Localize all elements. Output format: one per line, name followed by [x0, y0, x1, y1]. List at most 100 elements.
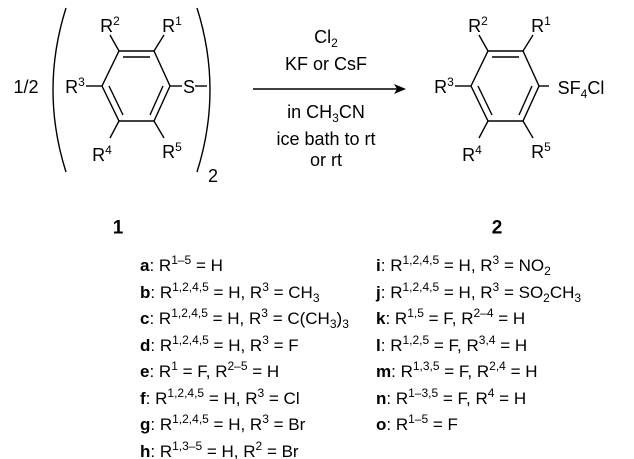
- entry-text: = F: [268, 335, 299, 355]
- entry-text: 2,4: [489, 359, 506, 373]
- entry-text: 3: [492, 253, 500, 267]
- bond-r4: [109, 120, 120, 139]
- entry-text: R: [158, 256, 172, 275]
- entry-text: R: [390, 256, 403, 275]
- entry-text: = H, R: [439, 282, 493, 302]
- product-r5: R5: [531, 140, 551, 162]
- temperature-2: or rt: [309, 150, 343, 170]
- entry-text: R: [155, 388, 168, 408]
- entry-text: 1,2,4,5: [172, 279, 209, 294]
- entry-text: = F: [428, 415, 458, 434]
- entry-text: 4: [487, 385, 495, 400]
- entry-text: = H: [493, 309, 526, 328]
- entry-text: R: [394, 309, 408, 328]
- bond-r5: [153, 120, 165, 139]
- entry-text: = F, R: [177, 362, 228, 381]
- entry-text: R: [158, 309, 172, 328]
- entry-text: = Cl: [264, 388, 300, 408]
- product-sf4cl-group: SF4Cl: [557, 78, 605, 101]
- product-r3: R3: [434, 75, 454, 97]
- entry-label: o: [376, 415, 387, 434]
- entry-text: = Br: [268, 415, 306, 434]
- substituent-entry-a: a: R1–5 = H: [140, 253, 223, 275]
- arrow-head: [394, 84, 406, 94]
- coefficient: 1/2: [13, 77, 39, 97]
- substituent-entry-o: o: R1–5 = F: [376, 412, 458, 434]
- reactant-r5: R5: [162, 140, 182, 162]
- entry-text: = H, R: [439, 256, 493, 275]
- entry-label: e: [140, 362, 150, 381]
- entry-text: = H, R: [208, 282, 263, 302]
- entry-label: b: [140, 282, 151, 302]
- bond-r1: [153, 34, 165, 52]
- entry-text: 3: [261, 306, 268, 320]
- entry-text: 3,4: [478, 332, 496, 347]
- entry-text: 2–4: [473, 306, 494, 320]
- substituent-entry-h: h: R1,3–5 = H, R2 = Br: [140, 438, 299, 459]
- product-number: 2: [491, 217, 503, 239]
- entry-label: c: [140, 309, 150, 328]
- entry-text: 3: [257, 385, 265, 400]
- entry-text: = H: [191, 256, 223, 275]
- reagent-chlorine: Cl2: [314, 27, 338, 50]
- entry-text: 2: [544, 264, 551, 278]
- temperature-1: ice bath to rt: [276, 129, 376, 149]
- solvent: in CH3CN: [287, 102, 365, 125]
- entry-text: 1,2,4,5: [167, 385, 205, 400]
- entry-text: 3: [262, 279, 269, 294]
- entry-text: 3: [492, 279, 500, 294]
- substituent-entry-g: g: R1,2,4,5 = H, R3 = Br: [140, 412, 306, 434]
- entry-text: R: [158, 362, 172, 381]
- entry-text: 2: [543, 290, 550, 305]
- substituent-entry-f: f: R1,2,4,5 = H, R3 = Cl: [140, 385, 300, 408]
- entry-text: = H, R: [204, 388, 258, 408]
- entry-text: R: [159, 415, 173, 434]
- entry-text: = H: [505, 362, 538, 381]
- entry-text: 1,3,5: [412, 359, 440, 373]
- entry-text: 1–5: [171, 253, 192, 267]
- entry-text: = C(CH: [267, 309, 330, 328]
- entry-text: 1,2,4,5: [172, 332, 209, 347]
- bond-r2: [109, 34, 120, 52]
- entry-text: 1,3–5: [172, 438, 203, 453]
- entry-text: = F, R: [429, 335, 479, 355]
- reactant-r3: R3: [65, 75, 85, 97]
- substituent-entry-l: l: R1,2,5 = F, R3,4 = H: [376, 332, 528, 355]
- entry-text: 2: [255, 438, 263, 453]
- entry-text: R: [395, 388, 409, 408]
- entry-label: a: [140, 256, 150, 275]
- product-r2: R2: [468, 14, 488, 36]
- entry-text: R: [159, 282, 173, 302]
- entry-text: R: [159, 441, 173, 459]
- entry-text: = H: [494, 388, 527, 408]
- entry-text: 1,2,4,5: [402, 253, 440, 267]
- substituent-entry-c: c: R1,2,4,5 = H, R3 = C(CH3)3: [140, 306, 349, 331]
- entry-text: 1,2,4,5: [402, 279, 440, 294]
- entry-label: l: [376, 335, 381, 355]
- product-benzene-ring: [470, 50, 540, 122]
- entry-text: = H, R: [208, 335, 263, 355]
- entry-text: ): [336, 309, 343, 328]
- entry-text: 1–3,5: [408, 385, 439, 400]
- entry-text: R: [395, 415, 409, 434]
- entry-text: 3: [574, 290, 582, 305]
- substituent-entry-i: i: R1,2,4,5 = H, R3 = NO2: [376, 253, 551, 278]
- substituent-entry-k: k: R1,5 = F, R2–4 = H: [376, 306, 526, 328]
- entry-text: R: [400, 362, 413, 381]
- entry-text: 3: [262, 412, 269, 426]
- entry-text: = CH: [268, 282, 313, 302]
- product-r4: R4: [462, 143, 482, 165]
- substituent-entry-d: d: R1,2,4,5 = H, R3 = F: [140, 332, 299, 355]
- entry-text: = F, R: [438, 388, 488, 408]
- reactant-sulfur: S: [182, 77, 196, 97]
- entry-text: = H: [247, 362, 280, 381]
- reactant-benzene-ring: [101, 50, 171, 122]
- reactant-r1: R1: [162, 14, 182, 36]
- entry-text: 1,2,5: [402, 332, 430, 347]
- entry-text: 3: [342, 317, 349, 331]
- entry-label: g: [140, 415, 151, 434]
- entry-label: j: [376, 282, 381, 302]
- substituent-entry-n: n: R1–3,5 = F, R4 = H: [376, 385, 527, 408]
